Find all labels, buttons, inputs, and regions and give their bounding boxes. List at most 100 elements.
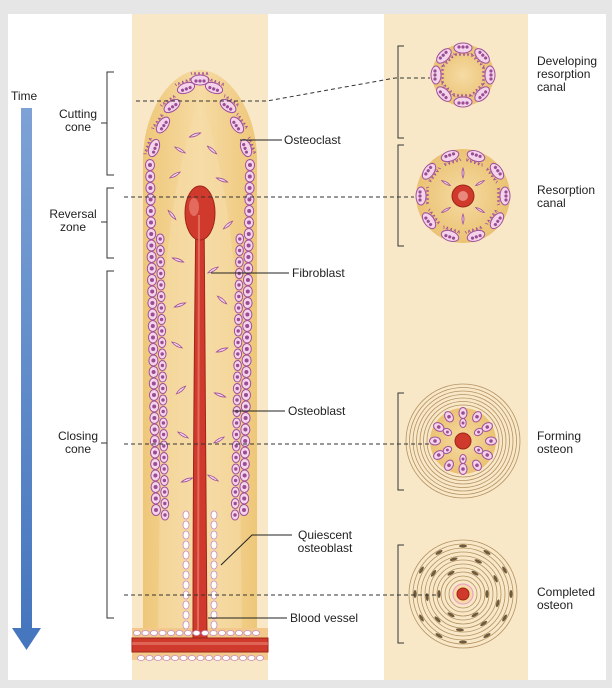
osteoblast-cell	[242, 308, 253, 321]
fibroblast-cell	[474, 206, 486, 214]
osteoblast-cell	[240, 412, 251, 424]
lining-cell	[184, 630, 192, 636]
osteoblast-cell	[160, 498, 170, 509]
osteoblast-cell	[159, 452, 169, 463]
osteocyte-lacuna	[474, 559, 482, 564]
lining-cell	[145, 655, 154, 661]
osteoblast-cell	[147, 285, 158, 298]
osteoblast-cell	[147, 274, 157, 286]
lining-cell	[171, 655, 179, 661]
osteoblast-cell	[239, 458, 250, 470]
osteoblast-cell	[232, 394, 242, 406]
quiescent-osteoblast-cell	[210, 600, 218, 610]
osteoblast-cell	[481, 422, 493, 432]
osteoblast-cell	[459, 454, 467, 464]
osteoblast-cell	[148, 343, 159, 355]
osteoblast-cell	[146, 262, 157, 275]
lining-cell	[247, 655, 256, 661]
osteoblast-cell	[156, 279, 166, 291]
osteoclast-layer	[143, 71, 257, 158]
osteoblast-cell	[244, 193, 255, 206]
osteoblast-cell	[145, 205, 156, 217]
osteoblast-cell	[159, 429, 168, 440]
lining-cell	[252, 630, 260, 636]
osteoblast-cell	[239, 481, 250, 493]
lamella-ring	[412, 543, 514, 645]
quiescent-osteoblast-cell	[182, 570, 190, 580]
osteoblast-cell	[234, 279, 244, 291]
osteoclast-cell	[415, 186, 430, 206]
quiescent-osteoblast-cell	[210, 510, 218, 520]
quiescent-osteoblast-cell	[182, 510, 190, 520]
osteocyte-lacuna	[419, 614, 424, 622]
lining-cell	[154, 655, 162, 661]
osteoblast-cell	[239, 504, 249, 516]
osteoblast-cell	[485, 436, 497, 446]
osteocyte-lacuna	[419, 566, 424, 574]
lamella-ring	[423, 401, 503, 481]
lamella-ring	[416, 394, 510, 488]
section-brackets	[397, 45, 404, 644]
quiescent-osteoblast-cell	[210, 560, 218, 570]
lining-cell	[188, 655, 196, 661]
osteoblast-cell	[472, 459, 482, 471]
osteocyte-lacuna	[447, 570, 455, 576]
osteocyte-lacuna	[493, 575, 498, 583]
lining-cell	[133, 630, 141, 636]
fibroblast-cell	[213, 392, 227, 398]
fibroblast-cell	[173, 146, 187, 154]
osteoblast-cell	[149, 435, 160, 447]
quiescent-osteoblast-cell	[182, 560, 190, 570]
osteoblast-cell	[244, 170, 255, 183]
osteoblast-cell	[147, 297, 158, 309]
lamella-ring	[419, 397, 507, 485]
time-arrow	[12, 108, 41, 650]
osteoblast-cell	[146, 228, 157, 240]
quiescent-osteoblast-label: Quiescent osteoblast	[297, 528, 353, 555]
osteoblast-cell	[233, 348, 243, 360]
osteoblast-cell	[160, 509, 170, 521]
osteoblast-cell	[156, 245, 165, 256]
lining-cell	[209, 630, 218, 636]
osteoclast-cell	[421, 162, 441, 183]
osteoblast-cell	[156, 291, 166, 302]
osteocyte-lacuna	[502, 566, 507, 574]
osteoblast-cell	[244, 205, 255, 217]
osteoclast-cell	[143, 138, 161, 158]
osteoblast-cell	[234, 302, 243, 314]
zone-brackets	[101, 71, 114, 619]
lining-cell	[235, 630, 243, 636]
osteocyte-lacuna	[459, 640, 467, 644]
osteoclast-cell	[453, 42, 473, 57]
lining-cell	[218, 630, 226, 636]
fibroblast-cell	[180, 477, 194, 483]
forming-vessel	[454, 432, 472, 450]
osteoclast-cell	[496, 186, 511, 206]
osteoblast-cell	[156, 256, 165, 268]
osteoblast-cell	[235, 233, 245, 245]
blood-vessel-label: Blood vessel	[290, 611, 359, 625]
quiescent-osteoblast-cell	[182, 550, 190, 560]
bone-band-cross-sections	[384, 14, 528, 680]
quiescent-osteoblast-cell	[210, 520, 218, 530]
osteoblast-cell	[458, 463, 468, 475]
osteoblast-cell	[242, 320, 253, 332]
osteocyte-lacuna	[455, 628, 464, 632]
osteoclast-cell	[229, 112, 248, 134]
osteoblast-cell	[150, 446, 160, 459]
osteoblast-cell	[155, 233, 165, 245]
osteoblast-cell	[157, 337, 167, 348]
osteocyte-lacuna	[435, 633, 443, 638]
fibroblast-cell	[175, 385, 187, 395]
quiescent-osteoblast-cell	[182, 610, 190, 620]
osteocyte-lacuna	[434, 616, 441, 623]
osteoblast-cell	[157, 302, 166, 314]
osteoblast-cell	[243, 239, 254, 252]
lining-cell	[239, 655, 247, 661]
osteoblast-cell	[235, 245, 244, 256]
osteoblast-cell	[244, 182, 255, 194]
osteoclast-cell	[436, 81, 455, 102]
osteoblast-cell	[159, 440, 169, 452]
osteoblast-cell	[442, 445, 453, 455]
osteoblast-cell	[472, 411, 482, 423]
